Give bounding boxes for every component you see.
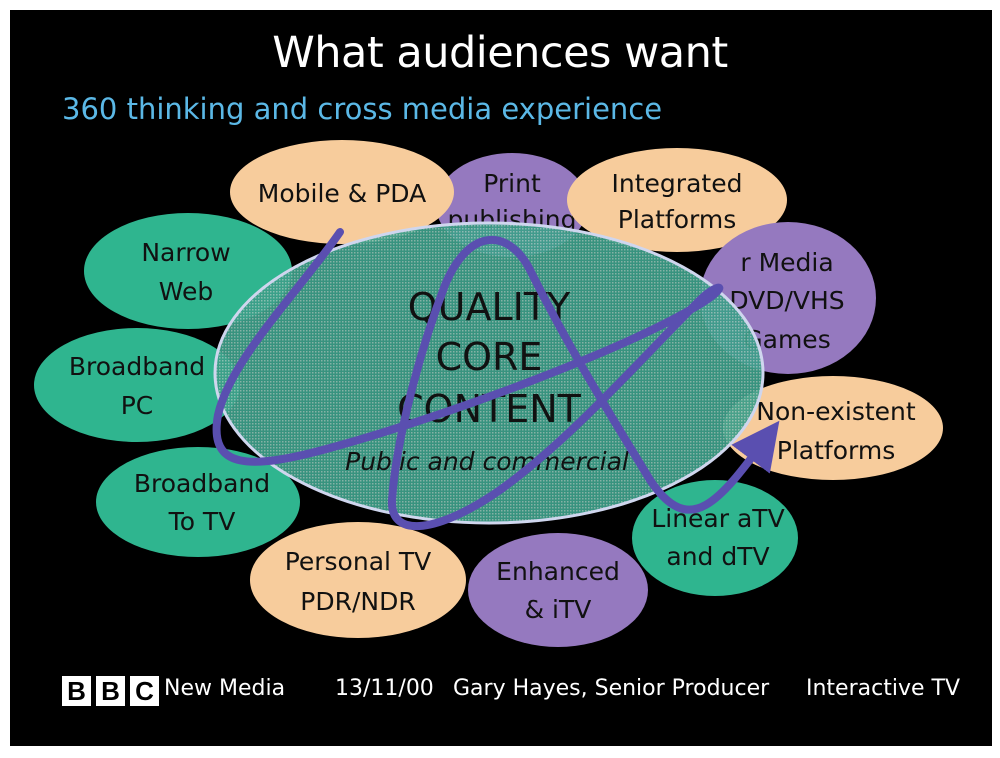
- node-personal-tv-shape: [250, 522, 466, 638]
- node-integrated-platforms-shape: [567, 148, 787, 252]
- node-broadband-pc-shape: [34, 328, 240, 442]
- footer-date: 13/11/00: [335, 676, 434, 701]
- node-mobile-pda: Mobile & PDA: [230, 140, 454, 244]
- node-enhanced-itv-label-1: Enhanced: [496, 557, 620, 586]
- slide-title: What audiences want: [272, 28, 728, 78]
- node-narrow-web-label-1: Narrow: [141, 238, 230, 267]
- node-personal-tv-label-1: Personal TV: [285, 547, 432, 576]
- node-other-media-label-2: DVD/VHS: [729, 286, 844, 315]
- node-integrated-platforms-label-1: Integrated: [612, 169, 743, 198]
- bbc-logo-letter-c: C: [130, 676, 159, 706]
- slide-subtitle: 360 thinking and cross media experience: [62, 92, 663, 126]
- footer-department: Interactive TV: [806, 676, 960, 701]
- node-enhanced-itv: Enhanced & iTV: [468, 533, 648, 647]
- node-non-existent-platforms-label-1: Non-existent: [756, 397, 916, 426]
- node-non-existent-platforms-label-2: Platforms: [777, 436, 895, 465]
- node-print-publishing-label-1: Print: [483, 169, 541, 198]
- footer-author: Gary Hayes, Senior Producer: [453, 676, 770, 701]
- node-enhanced-itv-shape: [468, 533, 648, 647]
- bbc-logo-letter-b2: B: [96, 676, 125, 706]
- node-broadband-pc-label-1: Broadband: [69, 352, 205, 381]
- node-broadband-to-tv: Broadband To TV: [96, 447, 300, 557]
- node-narrow-web-label-2: Web: [159, 277, 214, 306]
- node-broadband-to-tv-label-1: Broadband: [134, 469, 270, 498]
- node-integrated-platforms: Integrated Platforms: [567, 148, 787, 252]
- node-enhanced-itv-label-2: & iTV: [525, 595, 592, 624]
- node-broadband-pc: Broadband PC: [34, 328, 240, 442]
- node-broadband-pc-label-2: PC: [121, 391, 154, 420]
- node-integrated-platforms-label-2: Platforms: [618, 205, 736, 234]
- node-broadband-to-tv-label-2: To TV: [168, 507, 236, 536]
- footer-brand: New Media: [164, 676, 286, 701]
- journey-arrow: [212, 228, 780, 531]
- node-narrow-web: Narrow Web: [84, 213, 292, 329]
- core-label-core: CORE: [436, 335, 543, 379]
- node-linear-atv-dtv-label-2: and dTV: [666, 542, 769, 571]
- footer: B B C New Media 13/11/00 Gary Hayes, Sen…: [0, 672, 1000, 712]
- node-mobile-pda-label: Mobile & PDA: [258, 179, 426, 208]
- node-broadband-to-tv-shape: [96, 447, 300, 557]
- node-narrow-web-shape: [84, 213, 292, 329]
- node-mobile-pda-shape: [230, 140, 454, 244]
- core-sublabel: Public and commercial: [345, 447, 629, 476]
- node-personal-tv: Personal TV PDR/NDR: [250, 522, 466, 638]
- node-linear-atv-dtv-label-1: Linear aTV: [651, 504, 784, 533]
- node-other-media-label-1: r Media: [740, 248, 833, 277]
- node-personal-tv-label-2: PDR/NDR: [300, 587, 415, 616]
- bbc-logo-letter-b1: B: [62, 676, 91, 706]
